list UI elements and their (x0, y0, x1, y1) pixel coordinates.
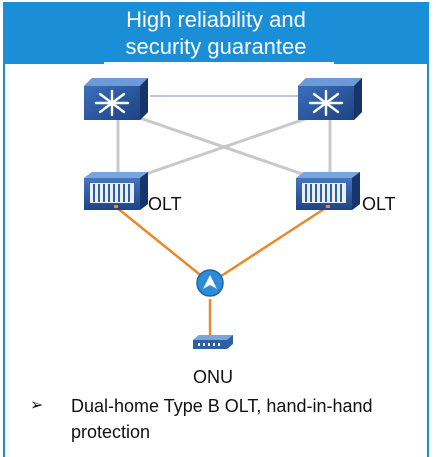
fiber-olt-right-splitter (211, 205, 328, 284)
splitter-icon (196, 269, 224, 297)
diagram-panel (3, 2, 429, 457)
switch-left-icon (84, 78, 148, 120)
olt-right-label: OLT (362, 194, 396, 214)
onu-label: ONU (193, 367, 233, 387)
header-underline (104, 62, 334, 64)
bullet-arrow-icon: ➢ (30, 397, 44, 414)
olt-right-icon (296, 172, 360, 210)
olt-left-label: OLT (148, 194, 182, 214)
core-links (116, 95, 332, 177)
fiber-olt-left-splitter (115, 206, 210, 283)
header-title-line1: High reliability and (126, 7, 306, 32)
fiber-links (115, 205, 328, 335)
note-text: Dual-home Type B OLT, hand-in-hand prote… (71, 396, 373, 442)
switch-right-icon (298, 78, 362, 120)
onu-icon (193, 335, 233, 349)
link-switch-right-olt-left (142, 116, 309, 177)
panel-header: High reliability and security guarantee (3, 2, 429, 64)
header-title-line2: security guarantee (125, 34, 307, 59)
olt-left-icon (84, 172, 148, 210)
